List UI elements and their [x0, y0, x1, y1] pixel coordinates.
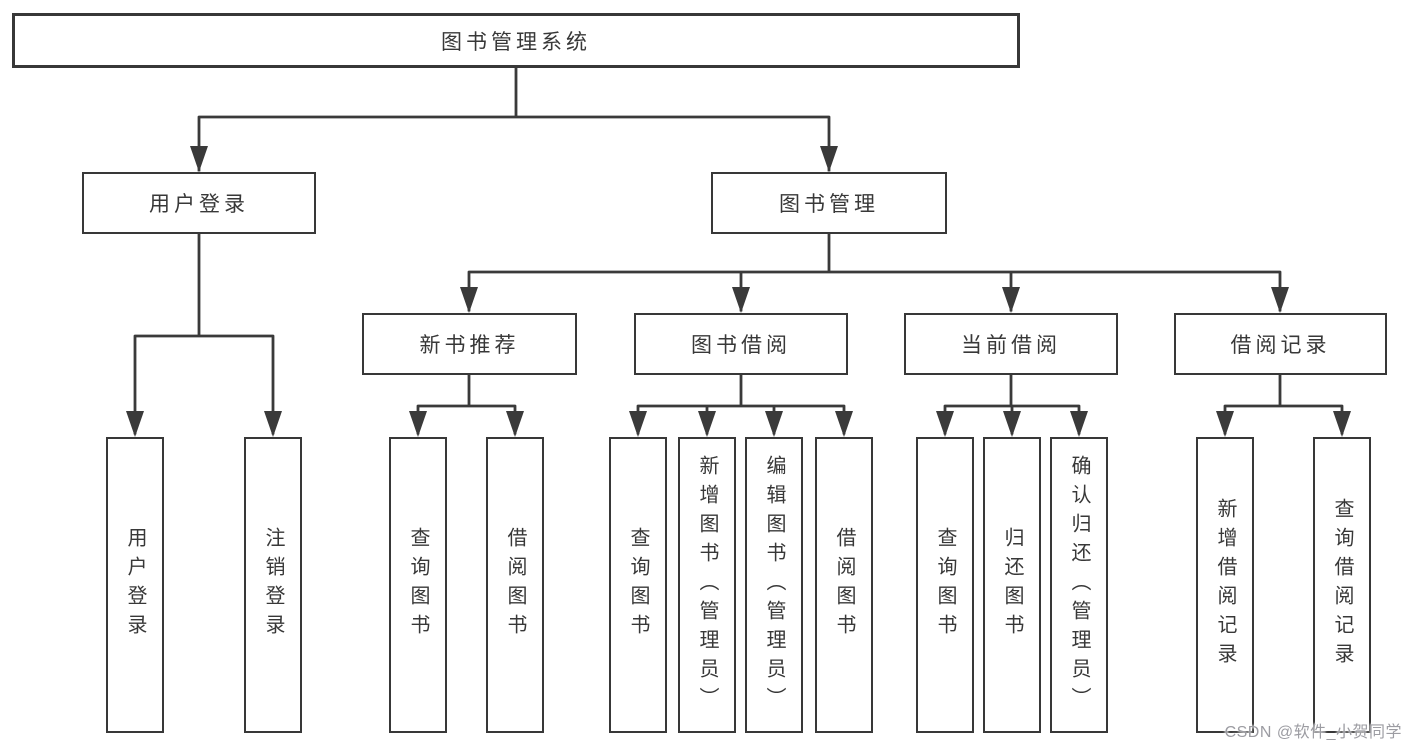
- node-current-borrowing: 当前借阅: [904, 313, 1118, 375]
- node-book-management: 图书管理: [711, 172, 947, 234]
- node-borrowing-records: 借阅记录: [1174, 313, 1387, 375]
- leaf-edit-books-admin-label: 编辑图书（管理员）: [763, 454, 785, 716]
- leaf-add-borrow-record: 新增借阅记录: [1196, 437, 1254, 733]
- leaf-return-books: 归还图书: [983, 437, 1041, 733]
- node-new-book-recommendation: 新书推荐: [362, 313, 577, 375]
- node-book-borrowing: 图书借阅: [634, 313, 848, 375]
- leaf-confirm-return-admin: 确认归还（管理员）: [1050, 437, 1108, 733]
- leaf-user-login: 用户登录: [106, 437, 164, 733]
- leaf-borrow-books-borrowing-label: 借阅图书: [833, 527, 855, 643]
- leaf-borrow-books-borrowing: 借阅图书: [815, 437, 873, 733]
- leaf-query-books-borrowing-label: 查询图书: [627, 527, 649, 643]
- leaf-confirm-return-admin-label: 确认归还（管理员）: [1068, 454, 1090, 716]
- leaf-user-login-label: 用户登录: [124, 527, 146, 643]
- leaf-add-books-admin: 新增图书（管理员）: [678, 437, 736, 733]
- leaf-query-books-recommend-label: 查询图书: [407, 527, 429, 643]
- leaf-borrow-books-recommend-label: 借阅图书: [504, 527, 526, 643]
- leaf-logout-login: 注销登录: [244, 437, 302, 733]
- node-library-management-system: 图书管理系统: [12, 13, 1020, 68]
- leaf-query-borrow-record-label: 查询借阅记录: [1331, 498, 1353, 672]
- node-user-login: 用户登录: [82, 172, 316, 234]
- leaf-add-books-admin-label: 新增图书（管理员）: [696, 454, 718, 716]
- leaf-return-books-label: 归还图书: [1001, 527, 1023, 643]
- leaf-query-borrow-record: 查询借阅记录: [1313, 437, 1371, 733]
- leaf-borrow-books-recommend: 借阅图书: [486, 437, 544, 733]
- leaf-query-books-borrowing: 查询图书: [609, 437, 667, 733]
- leaf-query-books-current-label: 查询图书: [934, 527, 956, 643]
- leaf-query-books-recommend: 查询图书: [389, 437, 447, 733]
- leaf-query-books-current: 查询图书: [916, 437, 974, 733]
- leaf-logout-login-label: 注销登录: [262, 527, 284, 643]
- leaf-edit-books-admin: 编辑图书（管理员）: [745, 437, 803, 733]
- leaf-add-borrow-record-label: 新增借阅记录: [1214, 498, 1236, 672]
- csdn-watermark: CSDN @软件_小贺同学: [1224, 724, 1402, 741]
